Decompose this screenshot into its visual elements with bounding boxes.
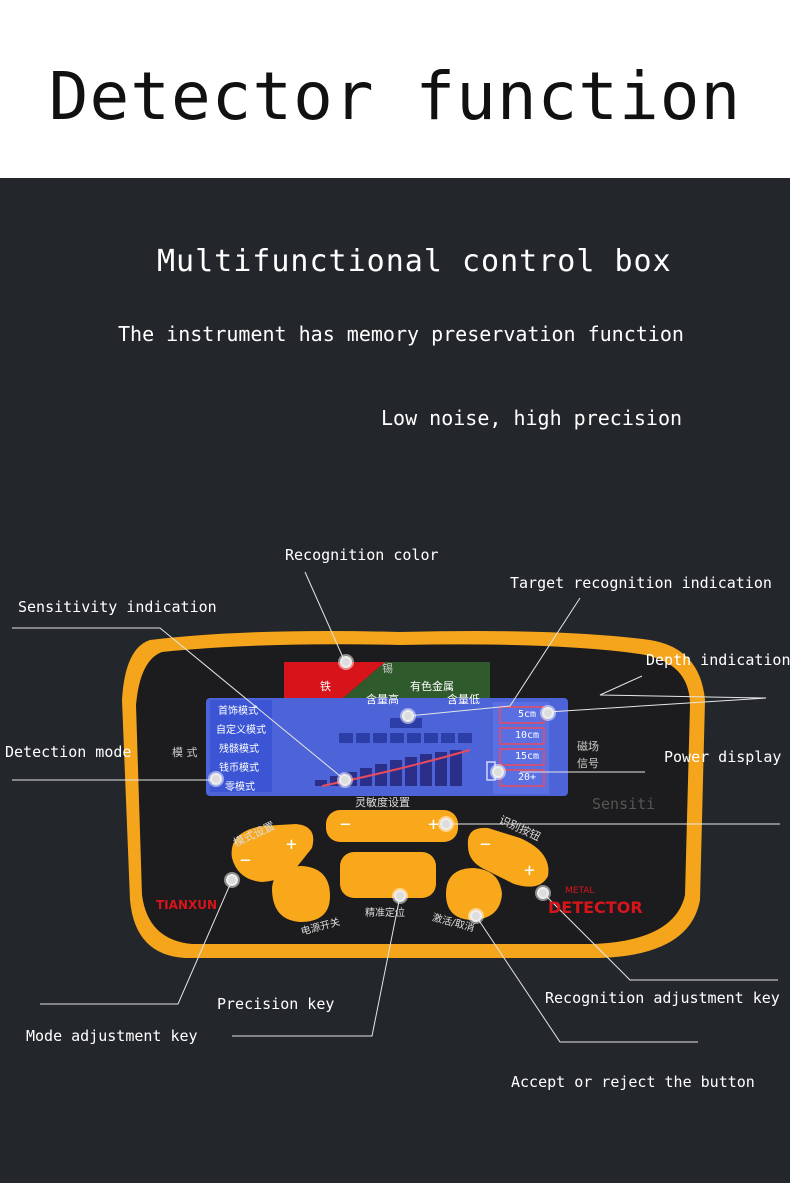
recognition-plus: + [524,860,535,881]
signal-label: 信号 [577,757,599,770]
callout-sensitivity: Sensitivity indication [18,598,217,616]
mode-plus: + [286,834,297,855]
callout-detection-mode: Detection mode [5,743,132,761]
intro-line-1: The instrument has memory preservation f… [118,322,684,346]
sensitivity-minus: − [340,814,351,835]
depth-20plus: 20+ [518,772,537,783]
depth-5cm: 5cm [518,709,537,720]
sensitivity-plus: + [428,814,439,835]
section-heading: Multifunctional control box [157,244,672,279]
power-switch-button[interactable] [272,866,330,922]
recognition-button[interactable] [467,827,549,887]
brand-logo: TIANXUN [156,898,218,912]
callout-depth: Depth indication [646,651,790,669]
color-tin: 锡 [382,662,393,675]
pinpoint-label: 精准定位 [365,908,405,919]
detector-label: DETECTOR [548,898,643,917]
intro-line-2: Low noise, high precision [381,406,683,430]
mode-custom: 自定义模式 [216,725,266,736]
depth-15cm: 15cm [515,751,540,762]
page-title: Detector function [48,58,742,135]
sensitivity-setting-label: 灵敏度设置 [355,796,410,809]
mode-zero: 零模式 [225,782,255,793]
mode-jewelry: 首饰模式 [218,706,258,717]
field-label: 磁场 [577,740,599,753]
callout-dots [208,654,556,924]
dot-power [490,764,506,780]
color-bar-green [335,662,490,705]
sensitivity-setting-button[interactable] [326,810,458,842]
content-low: 含量低 [447,693,480,706]
accept-reject-button[interactable] [446,868,502,920]
color-bar-red [284,662,385,705]
dot-recognition-key [535,885,551,901]
dot-sensitivity [337,772,353,788]
mode-coin: 钱币模式 [219,763,259,774]
callout-lines [12,571,780,1043]
color-iron: 铁 [320,680,331,693]
dot-depth [540,705,556,721]
lcd-screen [206,698,568,796]
header-band: Detector function [0,0,790,178]
pinpoint-button[interactable] [340,852,436,898]
callout-power-display: Power display [664,748,782,766]
dot-precision [392,888,408,904]
callout-precision-key: Precision key [217,995,335,1013]
callout-mode-adjust: Mode adjustment key [26,1027,198,1045]
content-high: 含量高 [366,693,399,706]
callout-target-recognition: Target recognition indication [510,574,772,592]
mode-relic: 残骸模式 [219,744,259,755]
mode-minus: − [240,850,251,871]
dot-sensitivity-key [438,816,454,832]
dot-mode-key [224,872,240,888]
mode-label: 模 式 [172,746,198,759]
callout-sensitivity-ghost: Sensiti [592,795,656,813]
color-nonferrous: 有色金属 [410,680,454,693]
dot-target [400,708,416,724]
metal-label: METAL [565,886,595,896]
recognition-minus: − [480,834,491,855]
callout-accept-reject: Accept or reject the button [511,1073,755,1091]
dot-mode [208,771,224,787]
depth-10cm: 10cm [515,730,540,741]
callout-recognition-color: Recognition color [285,546,439,564]
callout-recognition-adjust: Recognition adjustment key [545,989,780,1007]
dot-accept [468,908,484,924]
dot-recognition-color [338,654,354,670]
